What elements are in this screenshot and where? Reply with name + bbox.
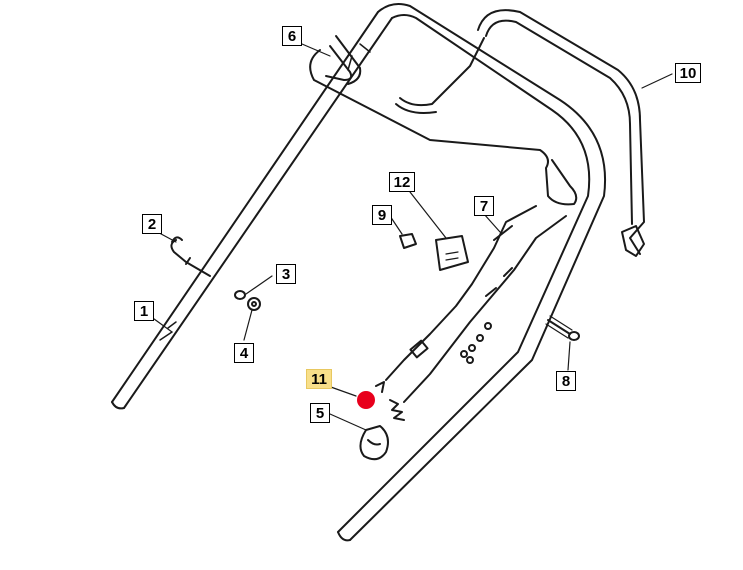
operator-bail-bar (477, 9, 645, 257)
handle-bolt (545, 315, 580, 341)
callout-12[interactable]: 12 (389, 172, 415, 192)
washer-and-nut (234, 290, 261, 311)
callout-1[interactable]: 1 (134, 301, 154, 321)
upper-handle-loop (337, 3, 606, 542)
callout-3[interactable]: 3 (276, 264, 296, 284)
nut-and-clip (399, 233, 469, 271)
callout-11[interactable]: 11 (306, 369, 332, 389)
highlight-marker (357, 391, 375, 409)
callout-2[interactable]: 2 (142, 214, 162, 234)
callout-leaders (149, 43, 673, 431)
callout-10[interactable]: 10 (675, 63, 701, 83)
callout-6[interactable]: 6 (282, 26, 302, 46)
callout-7[interactable]: 7 (474, 196, 494, 216)
callout-5[interactable]: 5 (310, 403, 330, 423)
bail-cross-bar (309, 35, 578, 206)
callout-9[interactable]: 9 (372, 205, 392, 225)
control-cables (375, 205, 567, 403)
callout-4[interactable]: 4 (234, 343, 254, 363)
callout-8[interactable]: 8 (556, 371, 576, 391)
cable-spring (389, 399, 405, 421)
handle-knob-bolt (170, 236, 211, 277)
cable-clip (359, 425, 389, 461)
